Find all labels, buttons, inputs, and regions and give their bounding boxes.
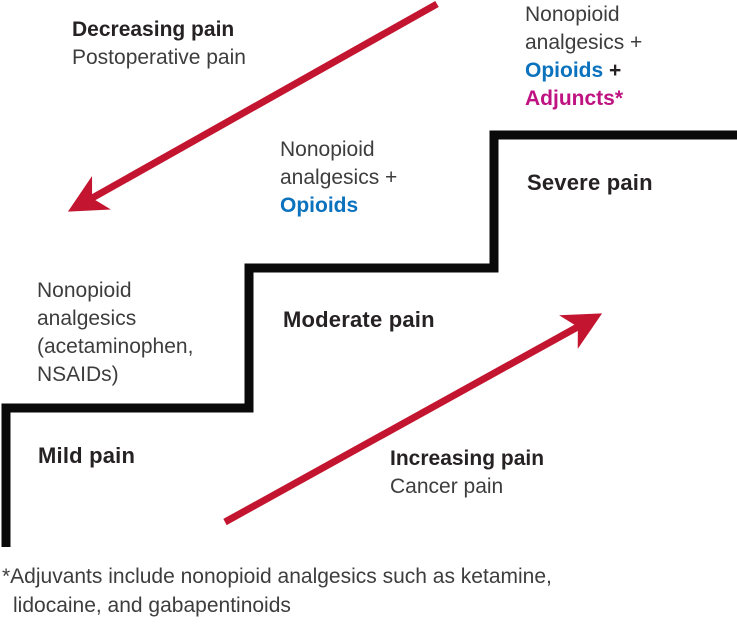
moderate-treatment-text: Nonopioid analgesics + Opioids <box>280 136 397 220</box>
moderate-pain-label: Moderate pain <box>283 307 435 332</box>
severe-treatment-line1: Nonopioid <box>525 3 620 26</box>
severe-treatment-line2: analgesics + <box>525 31 643 54</box>
moderate-treatment-line2: analgesics + <box>280 166 398 189</box>
mild-treatment-line4: NSAIDs) <box>37 363 119 386</box>
moderate-treatment-line1: Nonopioid <box>280 138 375 161</box>
mild-treatment-line1: Nonopioid <box>37 279 132 302</box>
decreasing-pain-subtitle: Postoperative pain <box>72 46 246 69</box>
mild-treatment-line3: (acetaminophen, <box>37 335 194 358</box>
decreasing-pain-title: Decreasing pain <box>72 18 235 41</box>
severe-opioids-text: Opioids <box>525 59 604 82</box>
mild-treatment-text: Nonopioid analgesics (acetaminophen, NSA… <box>37 277 193 389</box>
mild-treatment-line2: analgesics <box>37 307 137 330</box>
increasing-pain-label: Increasing pain Cancer pain <box>390 445 544 501</box>
adjuvants-footnote: *Adjuvants include nonopioid analgesics … <box>2 562 552 620</box>
increasing-pain-subtitle: Cancer pain <box>390 475 504 498</box>
moderate-opioids-text: Opioids <box>280 194 359 217</box>
severe-adjuncts-text: Adjuncts* <box>525 87 624 110</box>
mild-pain-label: Mild pain <box>38 443 136 468</box>
decreasing-pain-label: Decreasing pain Postoperative pain <box>72 16 246 72</box>
severe-treatment-text: Nonopioid analgesics + Opioids + Adjunct… <box>525 1 642 113</box>
severe-pain-label: Severe pain <box>527 170 653 195</box>
severe-plus-sign: + <box>609 59 622 82</box>
severe-treatment-line3: Opioids + <box>525 57 642 85</box>
increasing-pain-title: Increasing pain <box>390 447 545 470</box>
footnote-line2: lidocaine, and gabapentinoids <box>13 594 291 617</box>
footnote-line1: *Adjuvants include nonopioid analgesics … <box>2 565 552 588</box>
